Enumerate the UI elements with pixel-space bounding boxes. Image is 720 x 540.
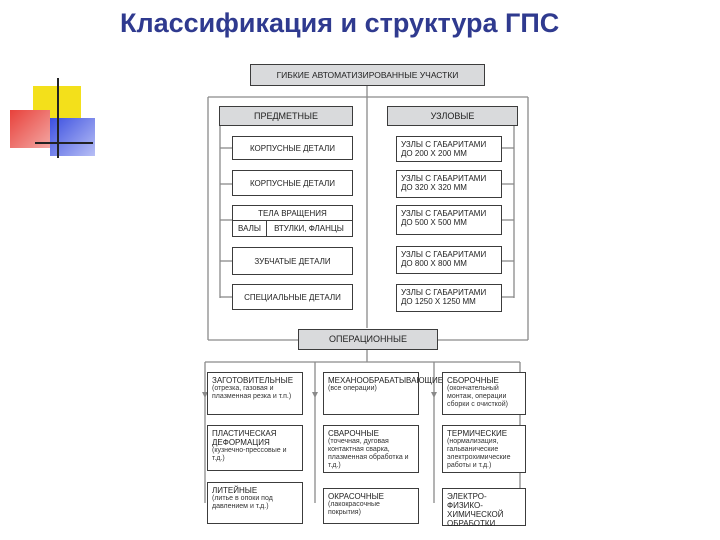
op-item-3-desc: (окончательный монтаж, операции сборки с…	[447, 385, 508, 408]
op-item-8-title: ОКРАСОЧНЫЕ	[328, 492, 385, 501]
left-item-1: КОРПУСНЫЕ ДЕТАЛИ	[232, 136, 353, 160]
right-item-1: УЗЛЫ С ГАБАРИТАМИ ДО 200 х 200 мм	[396, 136, 502, 162]
right-item-2: УЗЛЫ С ГАБАРИТАМИ ДО 320 х 320 мм	[396, 170, 502, 198]
right-item-4: УЗЛЫ С ГАБАРИТАМИ ДО 800 х 800 мм	[396, 246, 502, 274]
op-item-5-desc: (точечная, дуговая контактная сварка, пл…	[328, 438, 409, 469]
left-item-5: СПЕЦИАЛЬНЫЕ ДЕТАЛИ	[232, 284, 353, 310]
op-item-3-title: СБОРОЧНЫЕ	[447, 376, 499, 385]
top-box: ГИБКИЕ АВТОМАТИЗИРОВАННЫЕ УЧАСТКИ	[250, 64, 485, 86]
op-item-1-desc: (отрезка, газовая и плазменная резка и т…	[212, 385, 292, 400]
op-item-2-desc: (все операции)	[328, 385, 377, 392]
left-item-3-group: ТЕЛА ВРАЩЕНИЯ ВАЛЫ ВТУЛКИ, ФЛАНЦЫ	[232, 205, 353, 237]
op-item-7-desc: (литье в опоки под давлением и т.д.)	[212, 495, 273, 510]
op-item-4-title: ПЛАСТИЧЕСКАЯ ДЕФОРМАЦИЯ	[212, 429, 277, 447]
op-item-4-desc: (кузнечно-прессовые и т.д.)	[212, 447, 287, 462]
op-item-7-title: ЛИТЕЙНЫЕ	[212, 486, 258, 495]
right-item-5: УЗЛЫ С ГАБАРИТАМИ ДО 1250 х 1250 мм	[396, 284, 502, 312]
op-item-4: ПЛАСТИЧЕСКАЯ ДЕФОРМАЦИЯ (кузнечно-прессо…	[207, 425, 303, 471]
op-item-9-title: ЭЛЕКТРО-ФИЗИКО-ХИМИЧЕСКОЙ ОБРАБОТКИ	[447, 492, 504, 528]
op-item-1-title: ЗАГОТОВИТЕЛЬНЫЕ	[212, 376, 294, 385]
right-item-3: УЗЛЫ С ГАБАРИТАМИ ДО 500 х 500 мм	[396, 205, 502, 235]
op-item-8: ОКРАСОЧНЫЕ (лакокрасочные покрытия)	[323, 488, 419, 524]
op-item-5-title: СВАРОЧНЫЕ	[328, 429, 379, 438]
left-item-3: ТЕЛА ВРАЩЕНИЯ	[233, 206, 352, 221]
right-head: УЗЛОВЫЕ	[387, 106, 518, 126]
left-item-3b: ВТУЛКИ, ФЛАНЦЫ	[274, 224, 344, 233]
op-item-7: ЛИТЕЙНЫЕ (литье в опоки под давлением и …	[207, 482, 303, 524]
op-item-2: МЕХАНООБРАБАТЫВАЮЩИЕ (все операции)	[323, 372, 443, 415]
slide-title: Классификация и структура ГПС	[120, 8, 560, 38]
left-item-2: КОРПУСНЫЕ ДЕТАЛИ	[232, 170, 353, 196]
op-item-5: СВАРОЧНЫЕ (точечная, дуговая контактная …	[323, 425, 419, 473]
op-item-6: ТЕРМИЧЕСКИЕ (нормализация, гальванически…	[442, 425, 526, 473]
op-item-8-desc: (лакокрасочные покрытия)	[328, 501, 380, 516]
op-item-6-title: ТЕРМИЧЕСКИЕ	[447, 429, 508, 438]
left-item-3a: ВАЛЫ	[233, 221, 267, 236]
op-item-9: ЭЛЕКТРО-ФИЗИКО-ХИМИЧЕСКОЙ ОБРАБОТКИ	[442, 488, 526, 528]
op-item-2-title: МЕХАНООБРАБАТЫВАЮЩИЕ	[328, 376, 444, 385]
left-item-4: ЗУБЧАТЫЕ ДЕТАЛИ	[232, 247, 353, 275]
operational-head: ОПЕРАЦИОННЫЕ	[298, 329, 438, 350]
op-item-3: СБОРОЧНЫЕ (окончательный монтаж, операци…	[442, 372, 526, 415]
op-item-1: ЗАГОТОВИТЕЛЬНЫЕ (отрезка, газовая и плаз…	[207, 372, 303, 415]
left-head: ПРЕДМЕТНЫЕ	[219, 106, 353, 126]
op-item-6-desc: (нормализация, гальванические электрохим…	[447, 438, 511, 469]
